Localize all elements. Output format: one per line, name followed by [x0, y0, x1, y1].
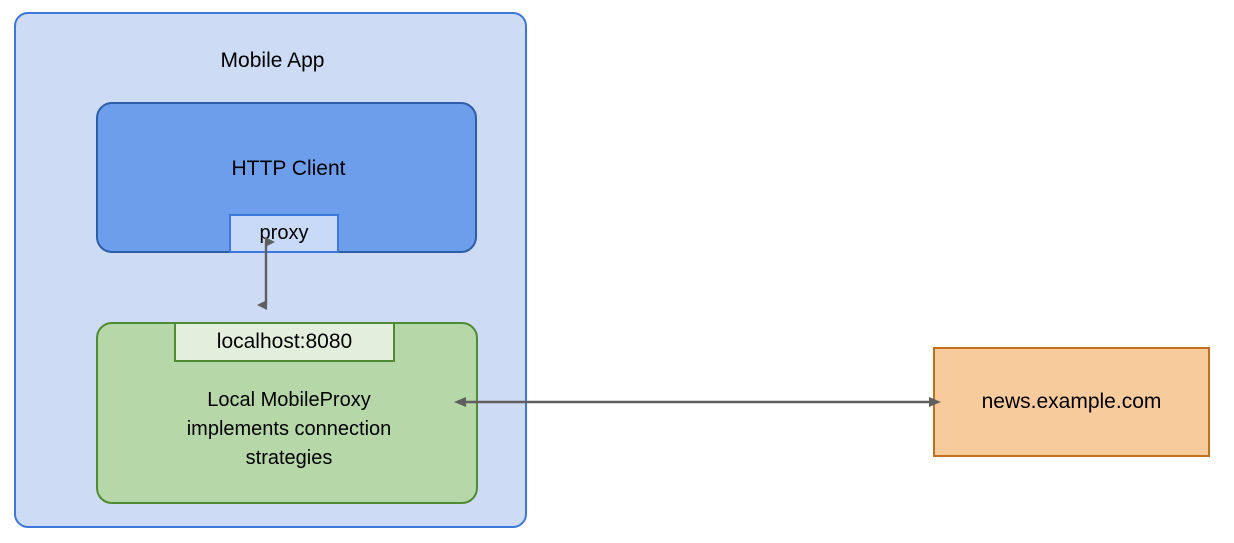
- proxy-line-1: Local MobileProxy: [207, 389, 371, 411]
- proxy-port-chip[interactable]: proxy: [229, 214, 339, 253]
- proxy-line-3: strategies: [245, 447, 333, 469]
- mobile-app-container[interactable]: Mobile App HTTP Client proxy Local Mobil…: [14, 12, 527, 528]
- local-mobileproxy-label: Local MobileProxy implements connection st…: [110, 386, 468, 473]
- remote-server-node[interactable]: news.example.com: [933, 347, 1210, 457]
- local-mobileproxy-node[interactable]: Local MobileProxy implements connection st…: [96, 322, 478, 504]
- http-client-label: HTTP Client: [231, 157, 346, 180]
- proxy-line-2: implements connection: [186, 418, 392, 440]
- mobile-app-title: Mobile App: [220, 49, 325, 72]
- localhost-address-chip[interactable]: localhost:8080: [174, 322, 395, 362]
